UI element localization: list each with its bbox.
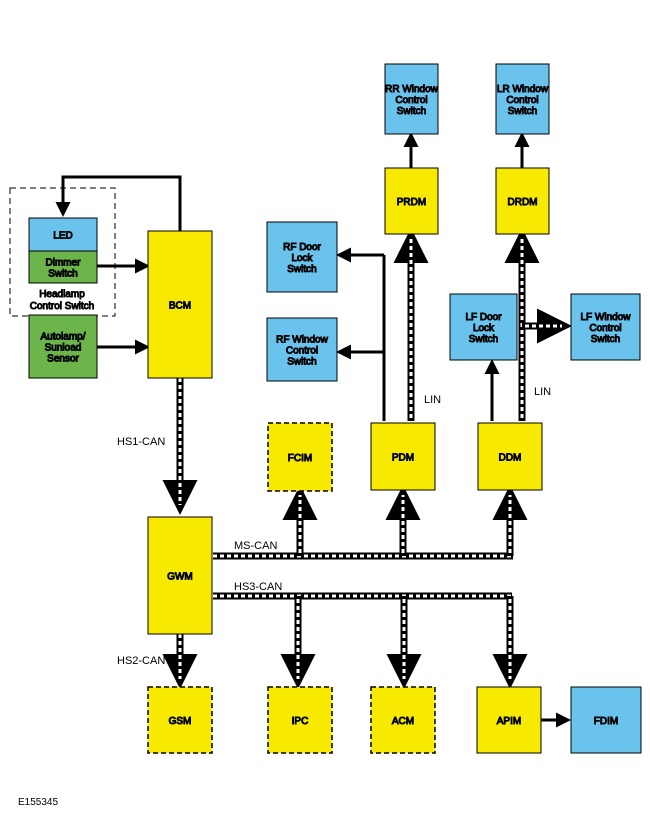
headlamp-group-label: Control Switch	[30, 301, 94, 312]
apim-label: APIM	[497, 716, 521, 727]
hs3-can-bus	[213, 592, 528, 689]
drdm-label: DRDM	[508, 197, 538, 208]
ipc-node: IPC	[267, 686, 333, 754]
rf-door-lock-switch-label: Switch	[287, 264, 316, 275]
prdm-label: PRDM	[397, 197, 426, 208]
lr-window-switch-label: LR Window	[497, 84, 549, 95]
rr-window-switch-label: Switch	[397, 106, 426, 117]
fdim-node: FDIM	[570, 686, 642, 754]
autolamp-sensor-label: Sunload	[45, 343, 82, 354]
lf-window-switch-box	[570, 293, 641, 361]
dimmer-switch-box	[28, 250, 98, 284]
lin-ddm-label: LIN	[534, 386, 551, 398]
gwm-label: GWM	[167, 572, 193, 583]
rf-window-switch-label: Control	[286, 346, 318, 357]
dimmer-switch-label: Switch	[48, 269, 77, 280]
figure-id: E155345	[18, 797, 58, 808]
fcim-label: FCIM	[288, 453, 312, 464]
lr-window-switch-label: Switch	[508, 106, 537, 117]
gsm-label: GSM	[169, 716, 192, 727]
rf-window-switch-label: Switch	[287, 357, 316, 368]
rf-door-lock-switch-label: RF Door	[283, 242, 321, 253]
led-node: LED	[28, 217, 98, 252]
bcm-box	[147, 230, 213, 379]
bcm-label: BCM	[169, 301, 191, 312]
buses	[162, 228, 572, 689]
prdm-node: PRDM	[384, 167, 439, 235]
lr-window-switch-label: Control	[506, 95, 538, 106]
acm-node: ACM	[370, 686, 436, 754]
rr-window-switch-label: Control	[395, 95, 427, 106]
pdm-label: PDM	[392, 453, 414, 464]
dimmer-switch-label: Dimmer	[46, 258, 82, 269]
autolamp-sensor-box	[28, 314, 98, 379]
lf-window-switch-label: Switch	[591, 334, 620, 345]
fcim-box	[267, 422, 333, 492]
rf-window-switch-box	[266, 317, 338, 382]
autolamp-sensor-label: Autolamp/	[40, 332, 85, 343]
lf-door-lock-switch-label: Lock	[473, 323, 495, 334]
fdim-label: FDIM	[594, 716, 618, 727]
lf-door-lock-switch-box	[449, 293, 518, 361]
hs1-can-label: HS1-CAN	[117, 436, 165, 448]
rf-door-lock-switch-label: Lock	[291, 253, 313, 264]
led-box	[28, 217, 98, 252]
lf-door-lock-switch-label: LF Door	[465, 312, 502, 323]
lf-window-switch-label: Control	[589, 323, 621, 334]
rf-window-switch-label: RF Window	[276, 335, 328, 346]
wires	[55, 132, 571, 728]
pdm-box	[370, 422, 436, 491]
ddm-label: DDM	[499, 453, 522, 464]
lin-pdm-label: LIN	[424, 394, 441, 406]
led-label: LED	[53, 231, 72, 242]
ddm-box	[477, 422, 543, 491]
fcim-node: FCIM	[267, 422, 333, 492]
acm-label: ACM	[392, 716, 414, 727]
drdm-box	[495, 167, 550, 235]
gsm-box	[147, 686, 213, 754]
gwm-box	[147, 516, 213, 635]
lf-door-lock-switch-label: Switch	[469, 334, 498, 345]
gsm-node: GSM	[147, 686, 213, 754]
ms-can-label: MS-CAN	[234, 540, 277, 552]
rr-window-switch-label: RR Window	[385, 84, 439, 95]
acm-box	[370, 686, 436, 754]
gwm-node: GWM	[147, 516, 213, 635]
fdim-box	[570, 686, 642, 754]
lf-window-switch-label: LF Window	[580, 312, 631, 323]
prdm-box	[384, 167, 439, 235]
ipc-box	[267, 686, 333, 754]
headlamp-group-label: Headlamp	[39, 289, 85, 300]
ipc-label: IPC	[292, 716, 309, 727]
lr-window-switch-box	[495, 63, 550, 135]
rf-door-lock-switch-box	[266, 221, 338, 293]
apim-box	[476, 686, 542, 754]
rr-window-switch-box	[384, 63, 439, 135]
hs3-can-label: HS3-CAN	[234, 581, 282, 593]
drdm-node: DRDM	[495, 167, 550, 235]
hs2-can-label: HS2-CAN	[117, 655, 165, 667]
autolamp-sensor-label: Sensor	[47, 354, 79, 365]
apim-node: APIM	[476, 686, 542, 754]
bcm-to-led-wire	[55, 175, 182, 231]
ms-can-bus	[213, 485, 528, 560]
bcm-node: BCM	[147, 230, 213, 379]
pdm-node: PDM	[370, 422, 436, 491]
ddm-node: DDM	[477, 422, 543, 491]
